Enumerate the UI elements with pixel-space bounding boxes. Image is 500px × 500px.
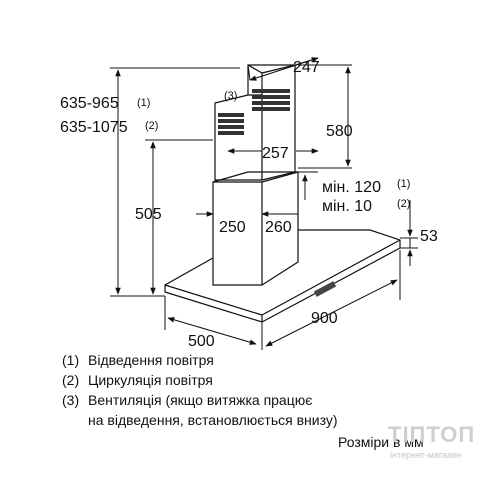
min-10-ref: (2): [397, 198, 410, 210]
chimney-upper-height-label: 580: [326, 123, 353, 140]
chimney-depth-label: 247: [293, 59, 320, 76]
canopy-depth-label: 500: [188, 333, 215, 350]
min-120-label: мін. 120: [322, 179, 381, 196]
height-range-1-ref: (1): [137, 97, 150, 109]
dimension-labels: 635-965 (1) 635-1075 (2) (3) 247 580 257…: [60, 59, 438, 350]
watermark: ТІПТОП інтернет-магазин: [388, 422, 475, 460]
height-range-1-label: 635-965: [60, 95, 119, 112]
note-3-text-cont: на відведення, встановлюється внизу): [88, 412, 338, 428]
canopy-thickness-label: 53: [420, 228, 438, 245]
height-range-2-ref: (2): [145, 120, 158, 132]
note-1-ref: (1): [62, 352, 79, 368]
min-120-ref: (1): [397, 178, 410, 190]
hood-drawing: [164, 64, 401, 323]
chimney-lower-depth-label: 260: [265, 219, 292, 236]
canopy-width-label: 900: [311, 310, 338, 327]
vent-grille-right-icon: [252, 89, 290, 111]
units-caption: Розміри в мм: [338, 434, 424, 450]
canopy: [164, 229, 401, 323]
height-range-2-label: 635-1075: [60, 119, 128, 136]
note-3-ref: (3): [62, 392, 79, 408]
lower-chimney: [212, 171, 299, 286]
note-3-text: Вентиляція (якщо витяжка працює: [88, 392, 312, 408]
dimension-lines: [110, 57, 418, 350]
duct-ref-label: (3): [224, 90, 237, 102]
note-2-ref: (2): [62, 372, 79, 388]
watermark-subtitle: інтернет-магазин: [390, 450, 461, 460]
legend-notes: (1) Відведення повітря (2) Циркуляція по…: [62, 352, 424, 450]
chimney-lower-width-label: 250: [219, 219, 246, 236]
control-panel-icon: [313, 281, 337, 297]
min-10-label: мін. 10: [322, 198, 372, 215]
note-1-text: Відведення повітря: [88, 352, 214, 368]
vent-grille-left-icon: [218, 113, 244, 135]
watermark-brand: ТІПТОП: [388, 422, 475, 447]
note-2-text: Циркуляція повітря: [88, 372, 213, 388]
chimney-upper-width-label: 257: [262, 145, 289, 162]
chimney-lower-height-label: 505: [135, 206, 162, 223]
